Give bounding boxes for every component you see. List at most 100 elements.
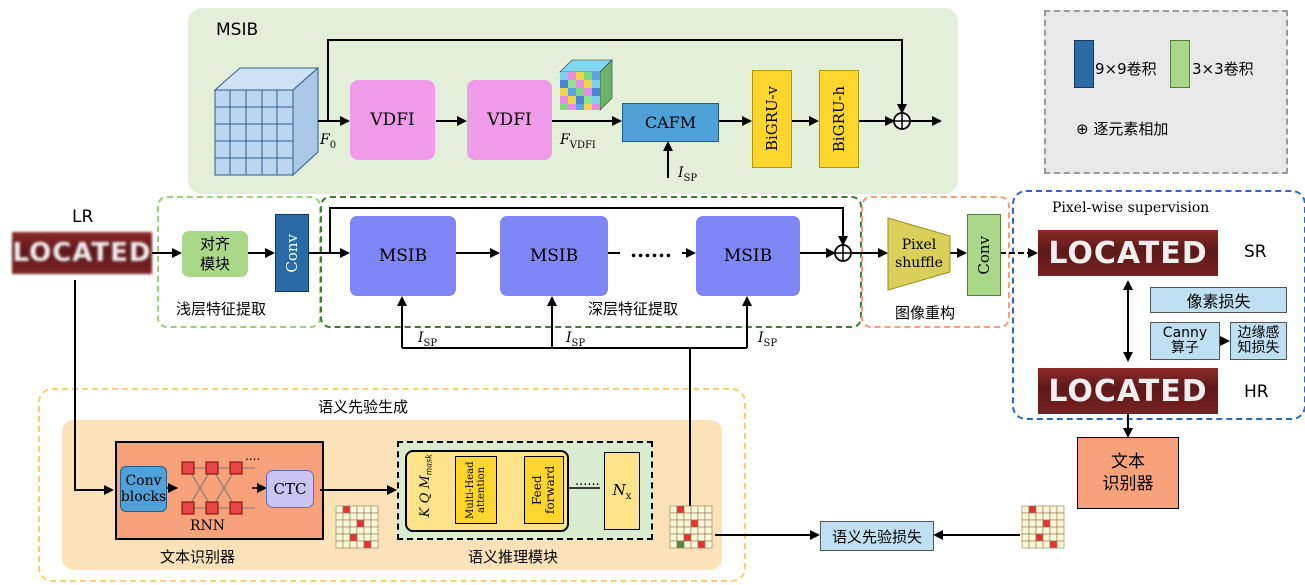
- ff-label: Feed forward: [530, 465, 557, 515]
- grid-cell: [690, 519, 699, 528]
- grid-cell: [1056, 533, 1065, 542]
- grid-cell: [349, 505, 358, 514]
- grid-cell: [1042, 540, 1051, 549]
- grid-cell: [669, 533, 678, 542]
- grid-cell: [1021, 512, 1030, 521]
- rnn-icon: ....: [181, 449, 260, 515]
- nx-label: Nx: [613, 481, 632, 502]
- ctc-box: CTC: [266, 470, 314, 508]
- bigru-v-label: BiGRU-v: [763, 86, 781, 152]
- grid-cell: [1021, 533, 1030, 542]
- grid-cell: [1042, 526, 1051, 535]
- bigru-v-block: BiGRU-v: [752, 70, 792, 168]
- grid-cell: [349, 533, 358, 542]
- vdfi-block-2: VDFI: [467, 80, 552, 160]
- text-recognizer-box: 文本 识别器: [1077, 437, 1179, 509]
- feature-cube-icon: [213, 66, 320, 177]
- grid-cell: [1035, 533, 1044, 542]
- grid-cell: [342, 519, 351, 528]
- grid-cell: [669, 526, 678, 535]
- feed-forward-box: Feed forward: [524, 456, 564, 524]
- sr-label: SR: [1244, 242, 1267, 262]
- isp1-sub: SP: [423, 337, 438, 349]
- semantic-prior-loss-box: 语义先验损失: [820, 521, 934, 551]
- grid-cell: [1056, 540, 1065, 549]
- grid-cell: [704, 533, 713, 542]
- grid-cell: [356, 512, 365, 521]
- grid-cell: [1028, 505, 1037, 514]
- grid-cell: [1056, 526, 1065, 535]
- grid-cell: [676, 526, 685, 535]
- legend-add-label: ⊕ 逐元素相加: [1076, 120, 1169, 138]
- rnn-label: RNN: [190, 518, 226, 534]
- isp3-sub: SP: [763, 337, 778, 349]
- msib-ellipsis: ......: [630, 238, 672, 262]
- grid-cell: [1042, 519, 1051, 528]
- kqm-text: K Q Mmask: [418, 454, 434, 517]
- grid-cell: [690, 526, 699, 535]
- grid-cell: [1028, 526, 1037, 535]
- grid-cell: [669, 505, 678, 514]
- kqm-sub: mask: [424, 454, 434, 476]
- grid-cell: [1049, 526, 1058, 535]
- grid-cell: [363, 505, 372, 514]
- grid-cell: [676, 505, 685, 514]
- grid-cell: [669, 540, 678, 549]
- grid-cell: [704, 519, 713, 528]
- grid-cell: [342, 540, 351, 549]
- grid-cell: [697, 512, 706, 521]
- isp2-sub: SP: [571, 337, 586, 349]
- grid-cell: [1035, 505, 1044, 514]
- grid-cell: [690, 533, 699, 542]
- prior-grid-1: [335, 505, 379, 549]
- grid-cell: [342, 505, 351, 514]
- grid-cell: [370, 540, 379, 549]
- isp-label-3: ISP: [758, 330, 777, 349]
- grid-cell: [349, 512, 358, 521]
- legend-conv3-swatch: [1170, 40, 1190, 88]
- msib-panel-title: MSIB: [216, 20, 259, 40]
- semantic-reasoning-label: 语义推理模块: [468, 548, 559, 566]
- grid-cell: [1042, 512, 1051, 521]
- semantic-title: 语义先验生成: [318, 398, 409, 416]
- isp2-text: I: [566, 330, 572, 346]
- grid-cell: [697, 540, 706, 549]
- recon-conv-block: Conv: [967, 214, 1001, 296]
- grid-cell: [1049, 533, 1058, 542]
- f0-sub: 0: [329, 139, 337, 151]
- hr-label: HR: [1244, 382, 1269, 402]
- grid-cell: [1042, 533, 1051, 542]
- shallow-label: 浅层特征提取: [176, 300, 267, 318]
- grid-cell: [697, 533, 706, 542]
- grid-cell: [1049, 519, 1058, 528]
- grid-cell: [1021, 505, 1030, 514]
- kqm-label: K Q Mmask: [418, 454, 440, 526]
- isp-label-1: ISP: [418, 330, 437, 349]
- grid-cell: [335, 540, 344, 549]
- grid-cell: [363, 512, 372, 521]
- grid-cell: [683, 512, 692, 521]
- legend-conv3-label: 3×3卷积: [1192, 60, 1254, 78]
- bigru-h-label: BiGRU-h: [830, 85, 848, 153]
- text-recognizer-label: 文本识别器: [160, 548, 236, 566]
- grid-cell: [1028, 540, 1037, 549]
- grid-cell: [1042, 505, 1051, 514]
- grid-cell: [335, 512, 344, 521]
- grid-cell: [356, 526, 365, 535]
- alignment-module: 对齐 模块: [182, 231, 248, 277]
- kqm-main: K Q M: [418, 475, 433, 518]
- grid-cell: [1028, 512, 1037, 521]
- grid-cell: [697, 519, 706, 528]
- grid-cell: [1049, 505, 1058, 514]
- f0-label: F0: [320, 132, 336, 151]
- grid-cell: [370, 526, 379, 535]
- legend-box: [1044, 10, 1288, 174]
- shallow-conv-block: Conv: [275, 214, 309, 292]
- grid-cell: [370, 519, 379, 528]
- grid-cell: [669, 512, 678, 521]
- supervision-title: Pixel-wise supervision: [1052, 200, 1210, 216]
- mha-label: Multi-Head attention: [465, 461, 487, 519]
- legend-conv9-label: 9×9卷积: [1095, 60, 1157, 78]
- pixel-shuffle-label: Pixel shuffle: [895, 237, 943, 271]
- recon-label: 图像重构: [895, 304, 956, 322]
